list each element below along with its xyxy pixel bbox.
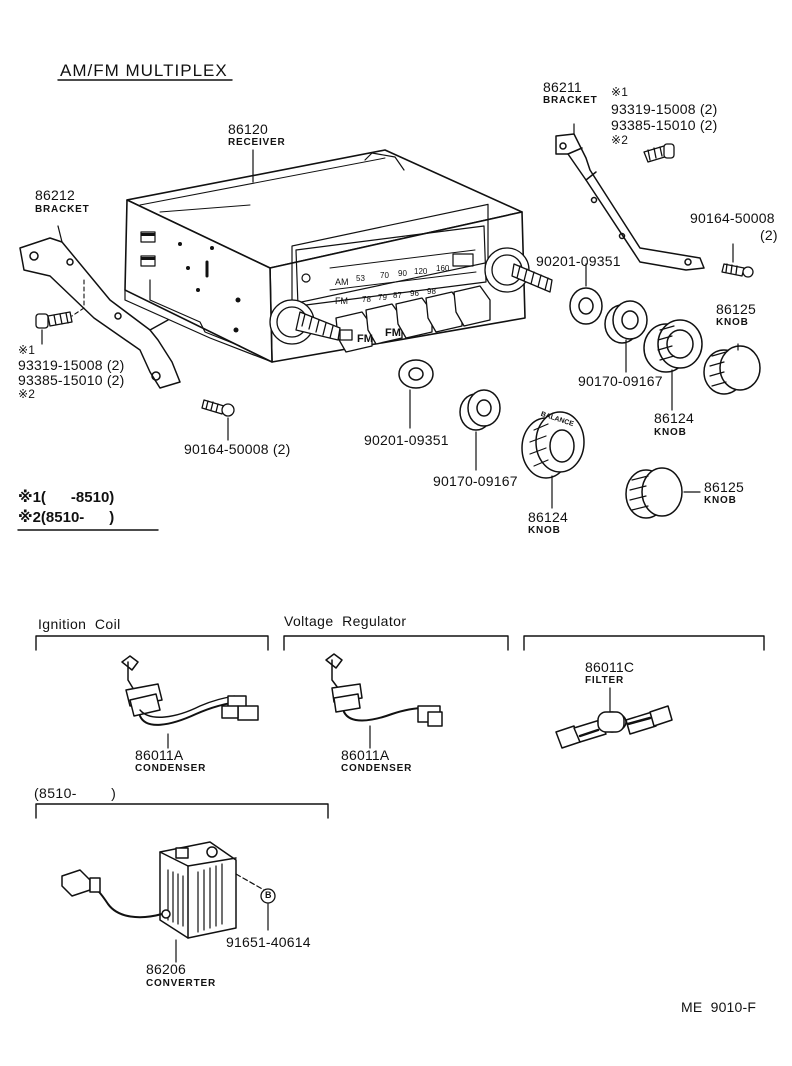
- bolt-converter-number: 91651-40614: [226, 934, 311, 950]
- preset-button-fm-2: FM: [385, 327, 401, 339]
- washer-center-drawing: [398, 359, 434, 429]
- bracket-left-name: BRACKET: [35, 204, 90, 215]
- bolt-right-drawing: [643, 143, 675, 163]
- bracket-left-number: 86212: [35, 187, 75, 203]
- section-bracket-filter: [523, 635, 765, 651]
- diagram-title: AM/FM MULTIPLEX: [60, 61, 228, 80]
- knob-86125-right-name: KNOB: [716, 317, 749, 328]
- converter-number: 86206: [146, 961, 186, 977]
- screw-left-number: 90164-50008 (2): [184, 441, 291, 457]
- drawing-code: ME 9010-F: [681, 999, 757, 1015]
- converter-name: CONVERTER: [146, 978, 216, 989]
- dial-fm-mark-3: 87: [393, 291, 402, 300]
- note-2: ※2(8510- ): [18, 509, 115, 526]
- knob-86125-right-number: 86125: [716, 301, 756, 317]
- note-1: ※1( -8510): [18, 489, 115, 506]
- screw-left-drawing: [201, 399, 235, 441]
- bracket-right-drawing: [555, 123, 705, 271]
- knob-86124-right-name: KNOB: [654, 427, 687, 438]
- knob-86124-center-name: KNOB: [528, 525, 561, 536]
- filter-drawing: [555, 687, 673, 749]
- screw-right-qty: (2): [760, 227, 778, 243]
- knob-86124-center-number: 86124: [528, 509, 568, 525]
- nut-center-number: 90170-09167: [433, 473, 518, 489]
- knob-86125-center-name: KNOB: [704, 495, 737, 506]
- knob-86125-right-drawing: [703, 343, 761, 395]
- condenser-a-drawing: [121, 655, 259, 749]
- section-ignition-coil: Ignition Coil: [38, 616, 121, 632]
- section-bracket-ignition: [35, 635, 269, 651]
- condenser-b-drawing: [325, 653, 443, 749]
- bolt-right-note1: ※1: [611, 85, 629, 99]
- dial-fm-mark-2: 79: [378, 293, 387, 302]
- dial-fm-mark-1: 78: [362, 295, 371, 304]
- bolt-left-note2: ※2: [18, 387, 36, 401]
- filter-name: FILTER: [585, 675, 625, 686]
- dial-fm: FM: [335, 296, 348, 306]
- bolt-right-note2: ※2: [611, 133, 629, 147]
- receiver-drawing: [124, 149, 553, 363]
- nut-right-number: 90170-09167: [578, 373, 663, 389]
- knob-86125-center-number: 86125: [704, 479, 744, 495]
- washer-right-number: 90201-09351: [536, 253, 621, 269]
- receiver-name: RECEIVER: [228, 137, 286, 148]
- section-bracket-regulator: [283, 635, 509, 651]
- preset-button-fm-1: FM: [357, 333, 373, 345]
- nut-center-drawing: [459, 389, 501, 471]
- condenser-b-number: 86011A: [341, 747, 390, 763]
- screw-right-number: 90164-50008: [690, 210, 775, 226]
- bracket-right-name: BRACKET: [543, 95, 598, 106]
- condenser-b-name: CONDENSER: [341, 763, 413, 774]
- knob-86124-right-drawing: [643, 319, 703, 411]
- dial-am-mark-2: 70: [380, 271, 389, 280]
- filter-number: 86011C: [585, 659, 635, 675]
- knob-86124-center-drawing: [521, 411, 585, 509]
- bolt-right-number-1: 93319-15008 (2): [611, 101, 718, 117]
- dial-am: AM: [335, 277, 349, 287]
- bracket-left-drawing: [19, 225, 181, 389]
- bolt-converter-marker: B: [265, 890, 272, 900]
- receiver-number: 86120: [228, 121, 268, 137]
- section-voltage-regulator: Voltage Regulator: [284, 613, 407, 629]
- bolt-left-number-2: 93385-15010 (2): [18, 372, 125, 388]
- bolt-right-number-2: 93385-15010 (2): [611, 117, 718, 133]
- dial-fm-mark-5: 98: [427, 287, 436, 296]
- bolt-left-drawing: [35, 311, 73, 345]
- condenser-a-number: 86011A: [135, 747, 184, 763]
- washer-right-drawing: [569, 263, 603, 325]
- bolt-left-number-1: 93319-15008 (2): [18, 357, 125, 373]
- condenser-a-name: CONDENSER: [135, 763, 207, 774]
- section-converter-range: (8510- ): [34, 785, 117, 801]
- bolt-left-note1: ※1: [18, 343, 36, 357]
- nut-right-drawing: [604, 300, 648, 373]
- dial-am-mark-5: 160: [436, 264, 450, 273]
- dial-fm-mark-4: 96: [410, 289, 419, 298]
- screw-right-drawing: [721, 243, 754, 278]
- dial-am-mark-3: 90: [398, 269, 407, 278]
- converter-drawing: [61, 841, 276, 963]
- dial-am-mark-1: 53: [356, 274, 365, 283]
- knob-86124-right-number: 86124: [654, 410, 694, 426]
- bracket-right-number: 86211: [543, 79, 582, 95]
- dial-am-mark-4: 120: [414, 267, 428, 276]
- knob-86125-center-drawing: [625, 467, 701, 519]
- section-bracket-converter: [35, 803, 329, 819]
- washer-center-number: 90201-09351: [364, 432, 449, 448]
